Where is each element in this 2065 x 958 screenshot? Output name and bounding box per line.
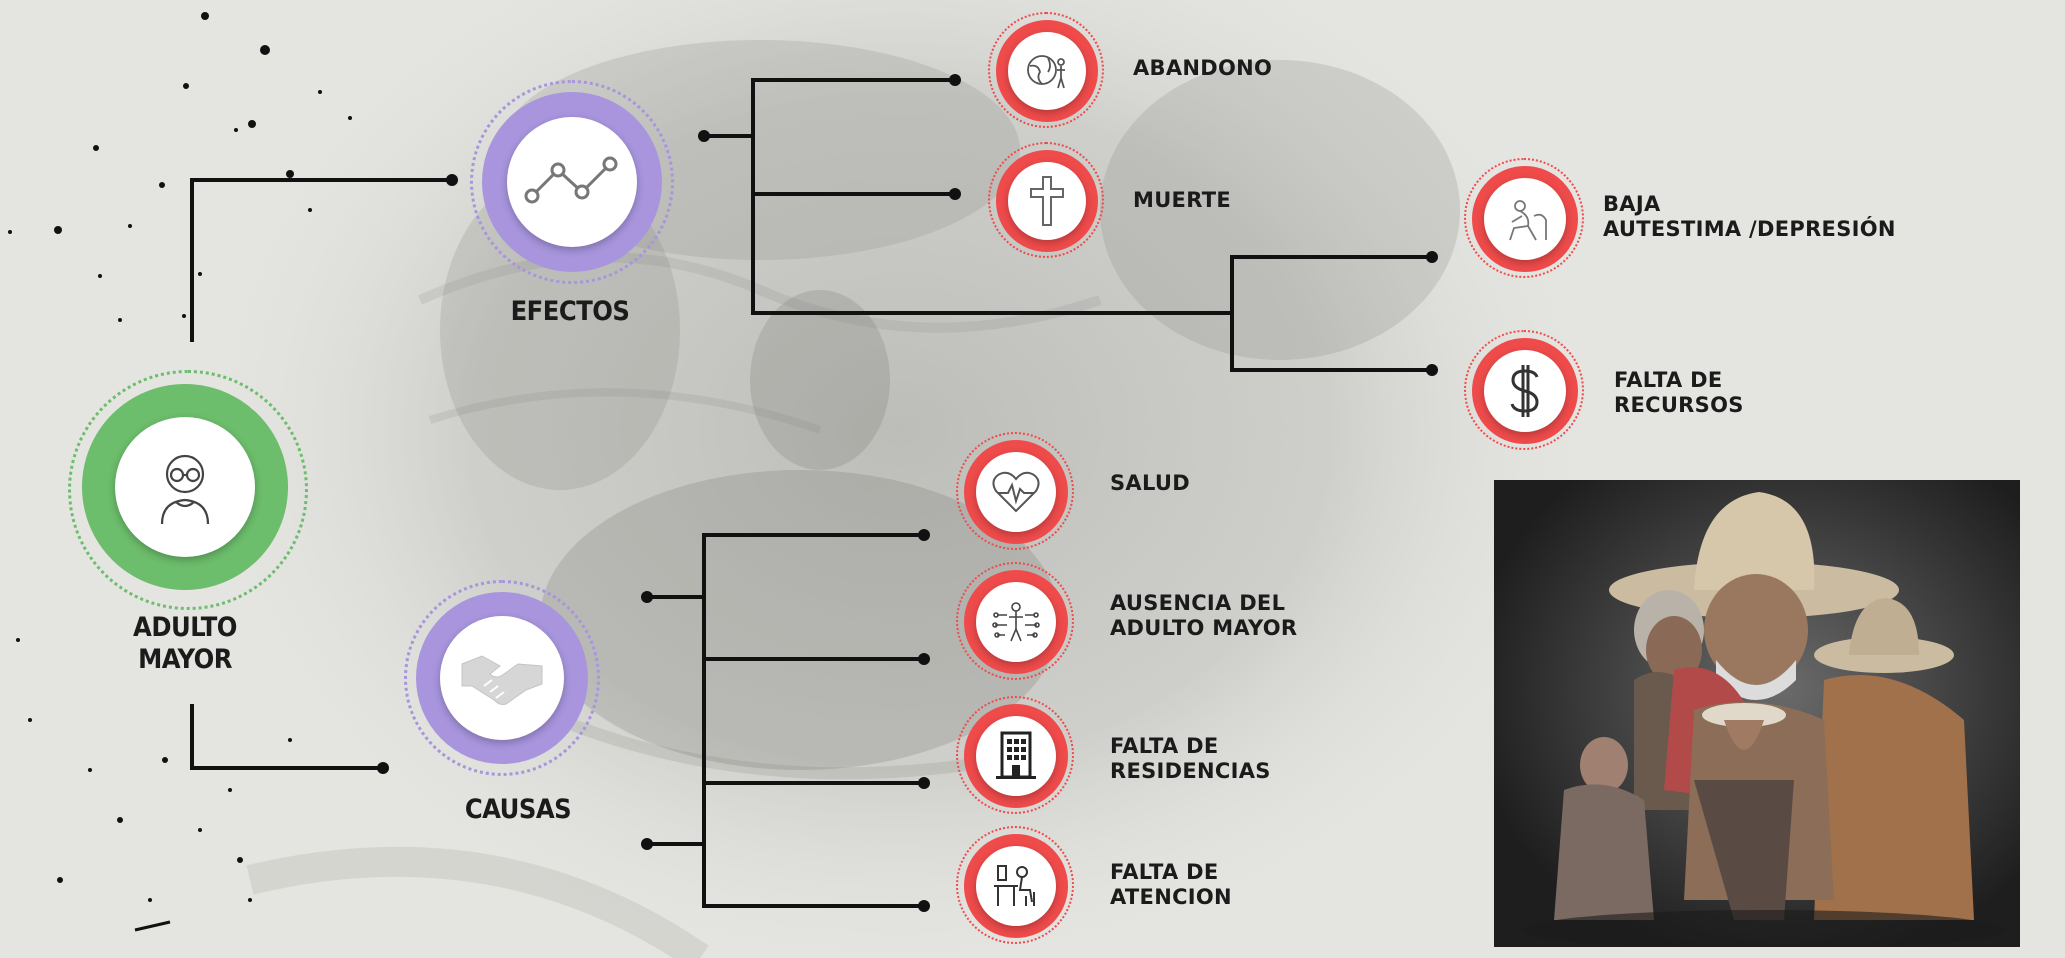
ausencia-dotted-ring bbox=[956, 562, 1074, 680]
causas-lower-stub-dot bbox=[641, 838, 653, 850]
falta-recursos-dotted-ring bbox=[1464, 330, 1584, 450]
handshake-icon bbox=[440, 616, 564, 740]
efectos-label: EFECTOS bbox=[510, 296, 630, 327]
globe-person-icon bbox=[1008, 32, 1086, 110]
adulto-mayor-dotted-ring bbox=[68, 370, 308, 610]
salud-dot bbox=[918, 529, 930, 541]
falta-recursos-badge bbox=[1464, 330, 1586, 452]
causas-connector-dot bbox=[377, 762, 389, 774]
efectos-bracket-line bbox=[751, 78, 1232, 315]
secondary-bracket-line bbox=[1230, 255, 1432, 372]
efectos-stub-dot bbox=[698, 130, 710, 142]
ausencia-label: AUSENCIA DEL ADULTO MAYOR bbox=[1110, 591, 1298, 640]
desk-person-icon bbox=[976, 846, 1056, 926]
baja-autestima-badge bbox=[1464, 158, 1586, 280]
muerte-label: MUERTE bbox=[1133, 188, 1231, 212]
person-glasses-icon bbox=[115, 417, 255, 557]
abandono-badge bbox=[988, 12, 1106, 130]
efectos-dotted-ring bbox=[470, 80, 674, 284]
falta-recursos-dot bbox=[1426, 364, 1438, 376]
atencion-dot bbox=[918, 900, 930, 912]
sad-person-icon bbox=[1484, 178, 1566, 260]
dollar-icon bbox=[1484, 350, 1566, 432]
muerte-badge bbox=[988, 142, 1106, 260]
causas-upper-bracket-line bbox=[702, 533, 924, 661]
efectos-node bbox=[470, 80, 674, 284]
salud-label: SALUD bbox=[1110, 471, 1190, 495]
ausencia-badge bbox=[956, 562, 1076, 682]
line-chart-icon bbox=[507, 117, 637, 247]
residencias-label: FALTA DE RESIDENCIAS bbox=[1110, 734, 1271, 783]
baja-autestima-label: BAJA AUTESTIMA /DEPRESIÓN bbox=[1603, 192, 1896, 241]
heart-pulse-icon bbox=[976, 452, 1056, 532]
abandono-dotted-ring bbox=[988, 12, 1104, 128]
residencias-dotted-ring bbox=[956, 696, 1074, 814]
building-icon bbox=[976, 716, 1056, 796]
abandono-dot bbox=[949, 74, 961, 86]
atencion-badge bbox=[956, 826, 1076, 946]
causas-lower-bracket-line bbox=[702, 781, 924, 908]
causas-node bbox=[404, 580, 600, 776]
root-to-efectos-line bbox=[190, 178, 452, 342]
abandono-label: ABANDONO bbox=[1133, 56, 1273, 80]
ausencia-dot bbox=[918, 653, 930, 665]
baja-autestima-dotted-ring bbox=[1464, 158, 1584, 278]
efectos-connector-dot bbox=[446, 174, 458, 186]
residencias-dot bbox=[918, 777, 930, 789]
adulto-mayor-label: ADULTO MAYOR bbox=[133, 612, 237, 675]
muerte-dotted-ring bbox=[988, 142, 1104, 258]
elderly-people-illustration bbox=[1494, 480, 2020, 947]
causas-dotted-ring bbox=[404, 580, 600, 776]
causas-upper-stub-dot bbox=[641, 591, 653, 603]
muerte-dot bbox=[949, 188, 961, 200]
baja-autestima-dot bbox=[1426, 251, 1438, 263]
cross-icon bbox=[1008, 162, 1086, 240]
atencion-label: FALTA DE ATENCION bbox=[1110, 860, 1232, 909]
causas-label: CAUSAS bbox=[464, 794, 572, 825]
salud-dotted-ring bbox=[956, 432, 1074, 550]
atencion-dotted-ring bbox=[956, 826, 1074, 944]
falta-recursos-label: FALTA DE RECURSOS bbox=[1614, 368, 1744, 417]
salud-badge bbox=[956, 432, 1076, 552]
root-to-causas-line bbox=[190, 704, 383, 770]
adulto-mayor-node bbox=[68, 370, 308, 610]
network-person-icon bbox=[976, 582, 1056, 662]
residencias-badge bbox=[956, 696, 1076, 816]
